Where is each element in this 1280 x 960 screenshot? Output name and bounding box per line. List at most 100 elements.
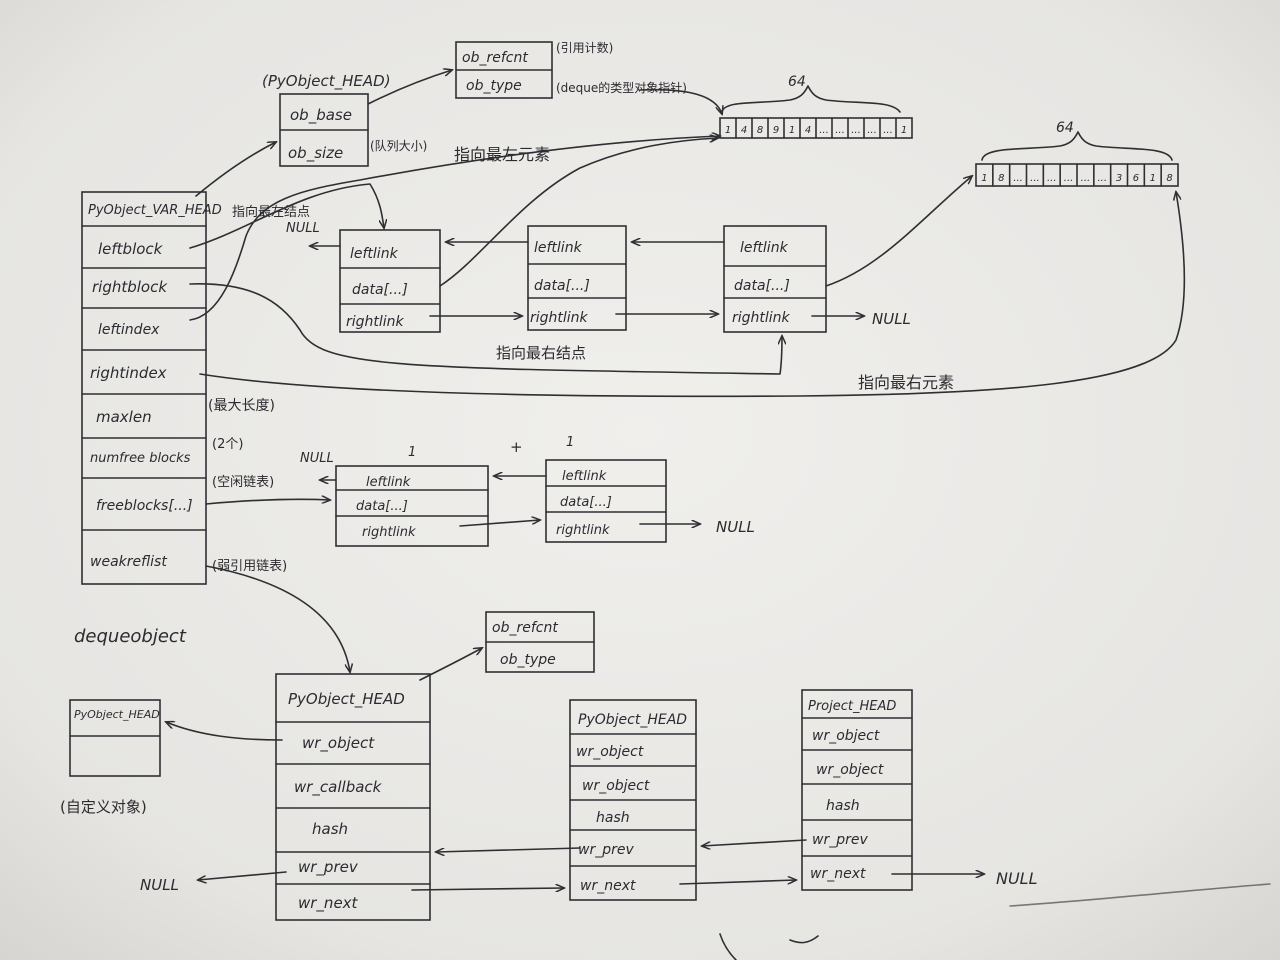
wr3-next: wr_next <box>810 866 866 882</box>
arrow-block1-data <box>439 138 718 287</box>
array-1-brace <box>721 85 901 113</box>
arrow-free1-rightlink <box>459 520 540 527</box>
block-2 <box>527 225 627 331</box>
array-2-brace <box>981 131 1173 161</box>
block-3-leftlink: leftlink <box>740 240 789 256</box>
weakref-object-2 <box>569 699 697 901</box>
head2-ob-refcnt: ob_refcnt <box>492 620 558 636</box>
block-1 <box>339 229 441 333</box>
doodle-2 <box>789 935 819 944</box>
array-cell: 6 <box>1133 173 1139 184</box>
null-block3-right: NULL <box>872 310 911 328</box>
arrow-wr3-prev <box>702 839 807 846</box>
null-block1-left: NULL <box>286 221 320 236</box>
field-rightblock: rightblock <box>92 278 168 296</box>
wr3-head: Project_HEAD <box>808 699 896 714</box>
field-leftindex: leftindex <box>98 322 160 338</box>
wr1-prev: wr_prev <box>298 858 359 877</box>
free-block-1 <box>335 465 489 547</box>
free-1-rightlink: rightlink <box>362 525 416 540</box>
array-cell: ... <box>883 125 893 136</box>
array-cell: ... <box>819 125 829 136</box>
array-cell: ... <box>1064 173 1074 184</box>
arrow-wrhead-to-head2 <box>419 648 482 681</box>
arrow-leftindex <box>189 136 720 321</box>
array-cell: 8 <box>998 173 1004 184</box>
arrow-freeblocks <box>205 499 330 505</box>
arrow-weakreflist <box>205 565 350 672</box>
array-cell: ... <box>1097 173 1107 184</box>
arrow-wr-object <box>166 722 283 741</box>
field-rightindex: rightindex <box>90 364 167 382</box>
block-1-leftlink: leftlink <box>350 246 399 262</box>
block-1-rightlink: rightlink <box>346 314 405 330</box>
field-ob-refcnt: ob_refcnt <box>462 50 528 66</box>
free-2-leftlink: leftlink <box>562 469 607 484</box>
block-3-data: data[...] <box>734 278 790 294</box>
field-leftblock: leftblock <box>98 240 164 258</box>
arrow-wr2-prev <box>436 847 581 852</box>
array-cell: 8 <box>757 125 763 136</box>
array-cell: ... <box>851 125 861 136</box>
free-block-2 <box>545 459 667 543</box>
array-cell: ... <box>1047 173 1057 184</box>
wr2-head: PyObject_HEAD <box>578 712 687 728</box>
arrow-wr1-prev <box>198 871 287 880</box>
array-cell: 1 <box>789 125 795 136</box>
wr3-object-b: wr_object <box>816 762 884 778</box>
array-cell: 9 <box>773 125 779 136</box>
null-free2-right: NULL <box>716 518 755 536</box>
null-free1-left: NULL <box>300 451 334 466</box>
note-right-block: 指向最右结点 <box>496 344 586 362</box>
note-weakref: (弱引用链表) <box>212 559 287 574</box>
note-one-a: 1 <box>408 445 416 460</box>
array-1-size: 64 <box>788 74 806 90</box>
ob-refcnt-note: (引用计数) <box>556 40 613 55</box>
custom-caption: (自定义对象) <box>60 798 147 816</box>
array-cell: 1 <box>981 173 987 184</box>
null-wr3-next: NULL <box>996 869 1038 888</box>
array-cell: ... <box>867 125 877 136</box>
note-free-list: (空闲链表) <box>212 475 274 490</box>
wr1-hash: hash <box>312 820 348 838</box>
note-left-element: 指向最左元素 <box>454 145 550 164</box>
array-cell: 1 <box>1150 173 1156 184</box>
arrow-leftblock <box>189 183 384 249</box>
array-2-size: 64 <box>1056 120 1074 136</box>
null-wr1-prev: NULL <box>140 876 179 894</box>
arrow-block3-data <box>825 176 972 287</box>
block-3-rightlink: rightlink <box>732 310 791 326</box>
field-ob-type: ob_type <box>466 78 522 94</box>
deque-field-labels: PyObject_VAR_HEAD leftblock rightblock l… <box>88 203 222 570</box>
array-cell: ... <box>1030 173 1040 184</box>
wr2-next: wr_next <box>580 878 636 894</box>
wr1-head: PyObject_HEAD <box>288 690 405 709</box>
arrow-type-note <box>639 88 722 114</box>
block-2-rightlink: rightlink <box>530 310 589 326</box>
field-numfree: numfree blocks <box>90 451 191 466</box>
free-1-data: data[...] <box>356 499 408 514</box>
weakref-object-3 <box>801 689 913 891</box>
array-cell: 1 <box>901 125 907 136</box>
ob-size-note: (队列大小) <box>370 138 427 153</box>
field-var-head: PyObject_VAR_HEAD <box>88 203 222 218</box>
free-2-data: data[...] <box>560 495 612 510</box>
head-struct-2 <box>485 611 595 673</box>
arrow-base-to-head <box>367 70 452 105</box>
wr3-object-a: wr_object <box>812 728 880 744</box>
arrow-wr2-next <box>679 880 796 885</box>
array-cell: ... <box>835 125 845 136</box>
note-count: (2个) <box>212 437 243 452</box>
deque-title: dequeobject <box>74 626 187 647</box>
field-maxlen: maxlen <box>96 408 152 426</box>
head-struct <box>455 41 553 99</box>
free-2-rightlink: rightlink <box>556 523 610 538</box>
wr3-hash: hash <box>826 798 860 814</box>
block-1-data: data[...] <box>352 282 408 298</box>
deque-struct <box>81 191 207 585</box>
wr2-hash: hash <box>596 810 630 826</box>
array-cell: 8 <box>1166 173 1172 184</box>
